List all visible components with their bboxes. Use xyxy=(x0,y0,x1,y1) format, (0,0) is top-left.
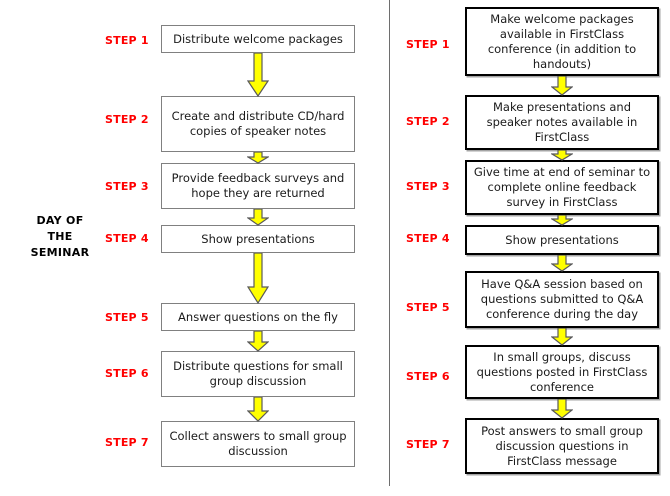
flow-node-right-5[interactable]: Have Q&A session based on questions subm… xyxy=(465,271,659,328)
flow-arrow-left-5-6 xyxy=(247,331,269,352)
step-label-right-1: STEP 1 xyxy=(406,38,450,51)
flow-arrow-right-5-6 xyxy=(551,328,573,346)
step-label-left-7: STEP 7 xyxy=(105,436,149,449)
flow-node-right-6[interactable]: In small groups, discuss questions poste… xyxy=(465,345,659,399)
step-label-left-5: STEP 5 xyxy=(105,311,149,324)
flow-node-right-1-text: Make welcome packages available in First… xyxy=(487,11,637,71)
flow-node-left-1-text: Distribute welcome packages xyxy=(173,31,343,46)
flow-node-right-4[interactable]: Show presentations xyxy=(465,225,659,255)
flow-arrow-left-3-4 xyxy=(247,209,269,226)
step-label-left-1: STEP 1 xyxy=(105,34,149,47)
section-label-day-of-seminar: DAY OF THE SEMINAR xyxy=(6,213,114,261)
section-label-line-1: DAY OF xyxy=(36,214,84,227)
flow-node-right-1[interactable]: Make welcome packages available in First… xyxy=(465,7,659,76)
flow-node-left-5-text: Answer questions on the fly xyxy=(178,309,338,324)
flow-node-left-6-text: Distribute questions for small group dis… xyxy=(173,359,343,388)
step-label-right-3: STEP 3 xyxy=(406,180,450,193)
flow-node-left-3[interactable]: Provide feedback surveys and hope they a… xyxy=(161,163,355,209)
flow-node-left-4-text: Show presentations xyxy=(201,231,315,246)
flow-node-right-6-text: In small groups, discuss questions poste… xyxy=(476,349,648,394)
column-divider xyxy=(389,0,390,486)
flow-arrow-left-2-3 xyxy=(247,152,269,164)
flow-node-left-2[interactable]: Create and distribute CD/hard copies of … xyxy=(161,96,355,152)
flow-arrow-left-4-5 xyxy=(247,253,269,304)
step-label-left-3: STEP 3 xyxy=(105,180,149,193)
flow-node-right-4-text: Show presentations xyxy=(505,232,619,247)
flow-node-right-5-text: Have Q&A session based on questions subm… xyxy=(480,277,644,321)
flow-arrow-left-1-2 xyxy=(247,53,269,97)
step-label-right-6: STEP 6 xyxy=(406,370,450,383)
flow-arrow-right-6-7 xyxy=(551,399,573,419)
flow-arrow-right-4-5 xyxy=(551,255,573,272)
step-label-right-5: STEP 5 xyxy=(406,301,450,314)
flow-node-left-2-text: Create and distribute CD/hard copies of … xyxy=(171,109,345,138)
flow-node-right-7-text: Post answers to small group discussion q… xyxy=(481,423,643,468)
section-label-line-2: THE xyxy=(47,230,73,243)
flow-node-left-4[interactable]: Show presentations xyxy=(161,225,355,253)
flow-node-left-1[interactable]: Distribute welcome packages xyxy=(161,25,355,53)
flow-node-right-3[interactable]: Give time at end of seminar to complete … xyxy=(465,160,659,215)
flow-arrow-right-1-2 xyxy=(551,76,573,96)
flow-arrow-right-3-4 xyxy=(551,215,573,226)
flow-arrow-right-2-3 xyxy=(551,150,573,161)
flow-node-left-6[interactable]: Distribute questions for small group dis… xyxy=(161,351,355,397)
step-label-left-4: STEP 4 xyxy=(105,232,149,245)
flow-node-right-2-text: Make presentations and speaker notes ava… xyxy=(486,100,638,144)
section-label-line-3: SEMINAR xyxy=(30,246,90,259)
step-label-right-7: STEP 7 xyxy=(406,438,450,451)
step-label-right-4: STEP 4 xyxy=(406,232,450,245)
flow-node-right-3-text: Give time at end of seminar to complete … xyxy=(473,165,651,209)
flow-node-left-7[interactable]: Collect answers to small group discussio… xyxy=(161,421,355,467)
flow-node-right-2[interactable]: Make presentations and speaker notes ava… xyxy=(465,95,659,150)
step-label-left-6: STEP 6 xyxy=(105,367,149,380)
flow-node-right-7[interactable]: Post answers to small group discussion q… xyxy=(465,418,659,474)
flow-arrow-left-6-7 xyxy=(247,397,269,422)
flow-node-left-7-text: Collect answers to small group discussio… xyxy=(169,429,347,458)
step-label-right-2: STEP 2 xyxy=(406,115,450,128)
step-label-left-2: STEP 2 xyxy=(105,113,149,126)
flow-node-left-5[interactable]: Answer questions on the fly xyxy=(161,303,355,331)
flow-node-left-3-text: Provide feedback surveys and hope they a… xyxy=(171,171,345,200)
